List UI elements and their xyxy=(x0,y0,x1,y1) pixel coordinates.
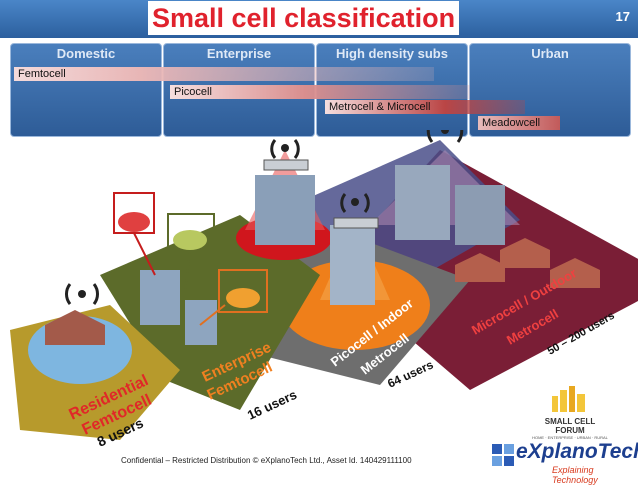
femtocell-highlight xyxy=(167,213,215,253)
femtocell-device-icon xyxy=(173,230,207,250)
explanotech-logo: eXplanoTech Explaining Technology xyxy=(490,440,638,485)
meadowcell-bar: Meadowcell xyxy=(478,116,560,130)
building xyxy=(455,185,505,245)
bar-label: Meadowcell xyxy=(482,117,541,129)
antenna-icon xyxy=(340,193,370,213)
antenna-icon xyxy=(270,139,300,159)
users-label: 16 users xyxy=(245,387,299,423)
bar-label: Metrocell & Microcell xyxy=(329,101,431,113)
building xyxy=(330,225,375,305)
segment-label: Enterprise xyxy=(206,46,272,61)
router-icon xyxy=(333,217,379,229)
forum-name: SMALL CELL FORUM xyxy=(544,417,596,435)
connector-line xyxy=(184,251,191,291)
femtocell-device-icon xyxy=(118,212,150,232)
buildings-logo-icon xyxy=(552,386,585,412)
femtocell-device-icon xyxy=(226,288,260,308)
house xyxy=(550,258,600,288)
company-tagline: Explaining Technology xyxy=(552,465,598,485)
building xyxy=(185,300,217,345)
picocell-bar: Picocell xyxy=(170,85,470,99)
segment-label: Urban xyxy=(531,46,569,61)
forum-tagline: HOME · ENTERPRISE · URBAN · RURAL xyxy=(532,435,608,440)
building xyxy=(140,270,180,325)
company-name: eXplanoTech xyxy=(516,440,638,463)
house xyxy=(500,238,550,268)
segment-label: High density subs xyxy=(336,46,448,61)
femtocell-bar: Femtocell xyxy=(14,67,434,81)
explanotech-mark-icon xyxy=(492,444,514,466)
small-cell-forum-logo: SMALL CELL FORUM HOME · ENTERPRISE · URB… xyxy=(530,386,610,440)
building xyxy=(255,175,315,245)
page-title: Small cell classification xyxy=(148,1,460,35)
bar-label: Picocell xyxy=(174,86,212,98)
connector-line xyxy=(133,232,156,276)
metrocell-microcell-bar: Metrocell & Microcell xyxy=(325,100,525,114)
segment-label: Domestic xyxy=(56,46,116,61)
small-cell-scene: Residential Femtocell 8 users Enterprise… xyxy=(10,130,638,450)
connector-line xyxy=(199,304,226,326)
slide-number: 17 xyxy=(615,9,630,24)
house xyxy=(45,310,105,345)
house xyxy=(455,253,505,282)
antenna-icon xyxy=(65,283,99,305)
confidential-footer: Confidential – Restricted Distribution ©… xyxy=(121,456,412,465)
building xyxy=(395,165,450,240)
router-icon xyxy=(263,159,309,171)
segment-domestic: Domestic xyxy=(10,43,162,137)
femtocell-highlight xyxy=(218,269,268,313)
bar-label: Femtocell xyxy=(18,68,66,80)
antenna-icon xyxy=(426,130,464,143)
